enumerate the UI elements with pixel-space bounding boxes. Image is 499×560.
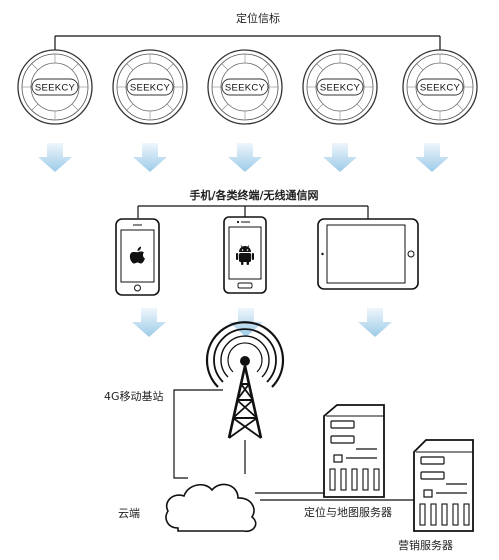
beacon-4: SEEKCY: [302, 49, 378, 125]
beacon-logo: SEEKCY: [225, 83, 266, 94]
android-phone-device: [223, 216, 267, 294]
network-connectors: [173, 389, 441, 501]
android-icon: [236, 245, 254, 265]
beacon-logo: SEEKCY: [35, 83, 76, 94]
cloud-icon: [165, 483, 257, 533]
beacon-5: SEEKCY: [402, 49, 478, 125]
beacon-row: SEEKCY SEEKCY: [17, 49, 478, 125]
arrow-row-2: [132, 308, 392, 337]
down-arrow-icon: [323, 143, 357, 172]
down-arrow-icon: [132, 308, 166, 337]
beacons-label: 定位信标: [236, 12, 280, 25]
down-arrow-icon: [228, 143, 262, 172]
apple-icon: [129, 246, 145, 264]
down-arrow-icon: [133, 143, 167, 172]
map-server-label: 定位与地图服务器: [304, 506, 392, 519]
beacons-bracket: [54, 35, 441, 50]
beacon-logo: SEEKCY: [420, 83, 461, 94]
down-arrow-icon: [358, 308, 392, 337]
map-server: [323, 404, 385, 498]
base-station-label: 4G移动基站: [104, 390, 164, 403]
iphone-device: [115, 218, 160, 296]
cloud-label: 云端: [118, 507, 140, 520]
down-arrow-icon: [415, 143, 449, 172]
marketing-server-label: 营销服务器: [398, 539, 453, 552]
beacon-2: SEEKCY: [112, 49, 188, 125]
beacon-logo: SEEKCY: [320, 83, 361, 94]
tablet-device: [317, 218, 419, 290]
marketing-server: [413, 439, 474, 532]
home-button-icon: [407, 250, 415, 258]
beacon-3: SEEKCY: [207, 49, 283, 125]
base-station-tower: [205, 321, 285, 439]
arrow-row-1: [38, 143, 449, 172]
devices-bracket: [137, 205, 369, 220]
down-arrow-icon: [38, 143, 72, 172]
beacon-1: SEEKCY: [17, 49, 93, 125]
beacon-logo: SEEKCY: [130, 83, 171, 94]
devices-label: 手机/各类终端/无线通信网: [189, 189, 319, 202]
